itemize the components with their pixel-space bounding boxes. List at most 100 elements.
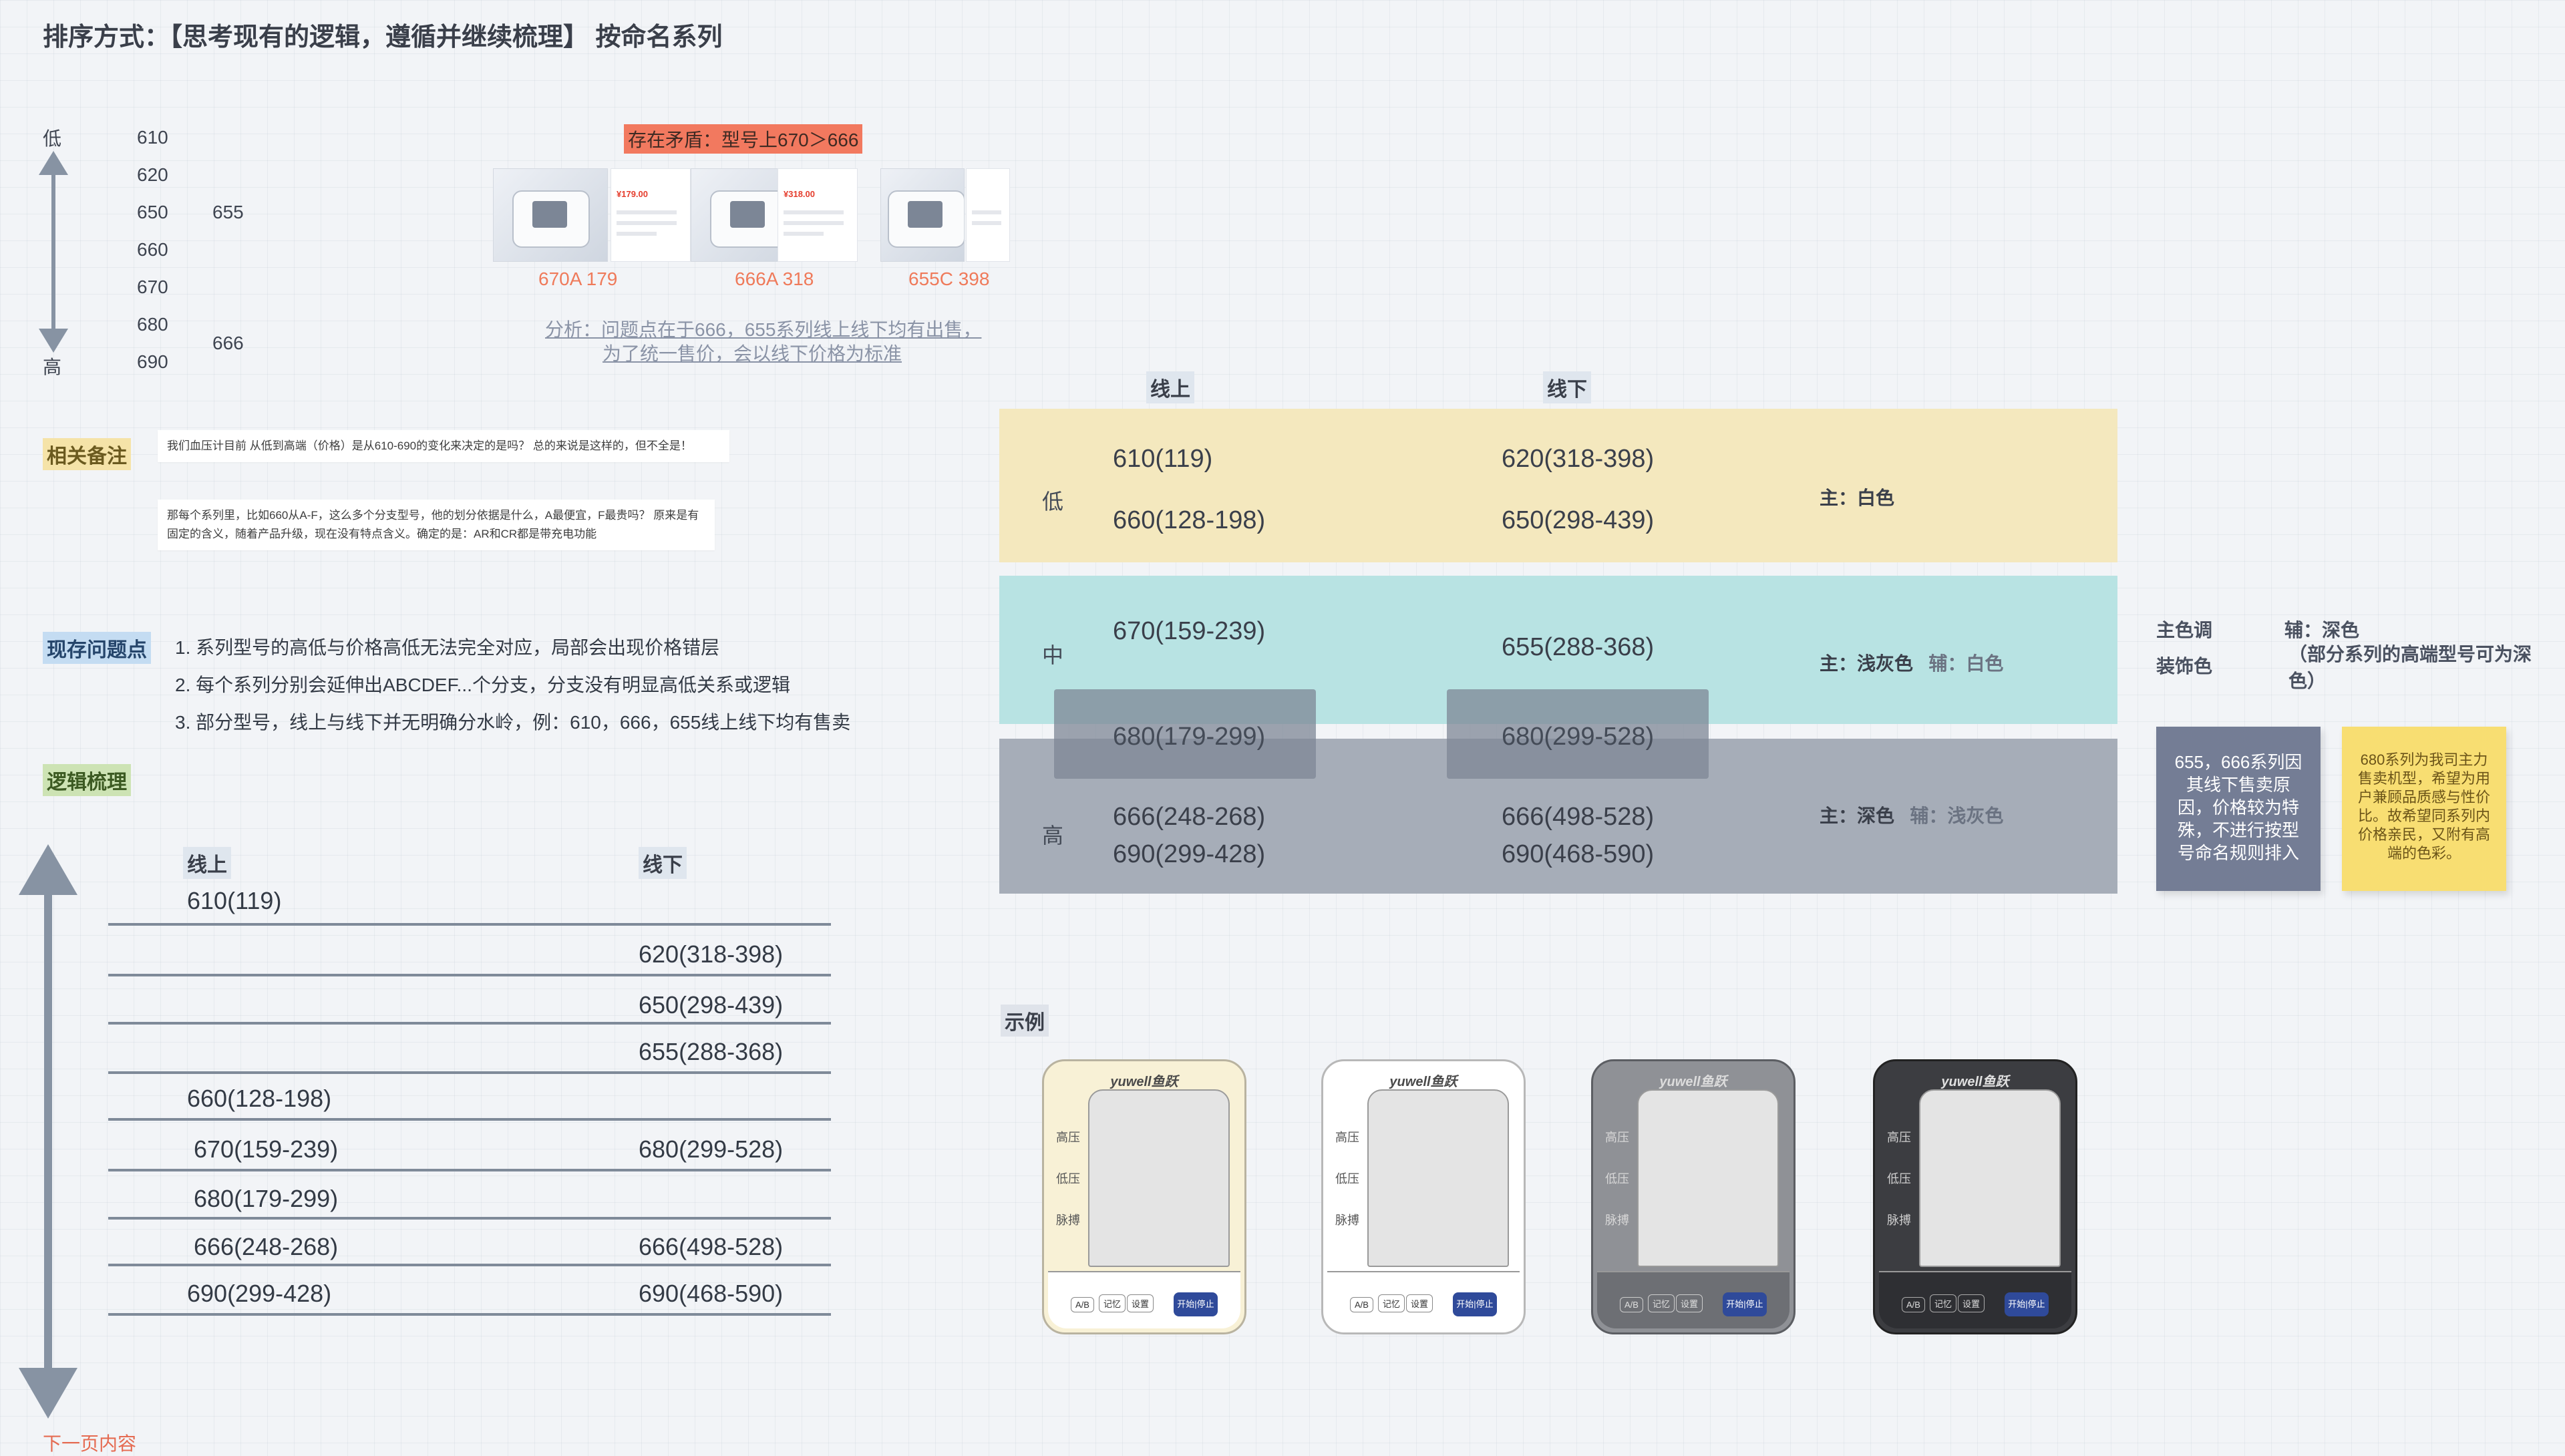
device-brand: yuwell鱼跃 — [1389, 1075, 1458, 1089]
overlap-online-value: 680(179-299) — [1113, 723, 1266, 751]
product-image — [880, 168, 965, 262]
scale-item: 660 — [137, 239, 168, 260]
band-main-color: 主：深色 — [1820, 805, 1895, 826]
arrow-up-icon — [39, 151, 68, 175]
band-main-color: 主：白色 — [1820, 488, 1895, 508]
band-aux-color: 辅：白色 — [1928, 653, 2004, 674]
device-button: 设置 — [1676, 1294, 1703, 1312]
example-device-gray: yuwell鱼跃 高压 低压 脉搏 A/B 记忆 设置 开始|停止 — [1591, 1059, 1796, 1334]
band-offline-value: 655(288-368) — [1502, 633, 1655, 661]
device-label: 低压 — [1056, 1172, 1080, 1186]
device-brand: yuwell鱼跃 — [1659, 1075, 1727, 1089]
page-title: 排序方式：【思考现有的逻辑，遵循并继续梳理】 按命名系列 — [43, 23, 723, 51]
device-start-button: 开始|停止 — [1723, 1292, 1767, 1316]
band-offline-value: 666(498-528) — [1502, 803, 1655, 831]
scale-item: 610 — [137, 127, 168, 148]
scale-item: 650 — [137, 202, 168, 222]
next-section-hint: 下一页内容 — [43, 1433, 137, 1454]
device-label: 高压 — [1605, 1131, 1629, 1144]
band-aux-color: 辅：浅灰色 — [1910, 805, 2004, 826]
row-divider — [108, 1313, 831, 1316]
row-divider — [108, 1264, 831, 1266]
logic-online-value: 666(248-268) — [194, 1233, 339, 1260]
row-divider — [108, 1217, 831, 1220]
device-button: A/B — [1350, 1297, 1373, 1312]
device-screen — [1919, 1089, 2061, 1267]
device-label: 脉搏 — [1335, 1214, 1359, 1227]
matrix-offline-header: 线下 — [1543, 371, 1591, 403]
arrow-up-icon — [19, 844, 77, 895]
device-label: 低压 — [1887, 1172, 1911, 1186]
logic-online-value: 670(159-239) — [194, 1135, 339, 1163]
logic-axis — [44, 892, 52, 1373]
sticky-note-gray: 655，666系列因其线下售卖原因，价格较为特殊，不进行按型号命名规则排入 — [2156, 727, 2321, 891]
aux-dark-note: （部分系列的高端型号可为深色） — [2288, 644, 2532, 691]
device-screen — [1088, 1089, 1230, 1267]
notes-label: 相关备注 — [43, 438, 131, 470]
device-start-button: 开始|停止 — [1174, 1292, 1218, 1316]
price-card — [966, 168, 1010, 262]
scale-item: 666 — [212, 333, 244, 353]
band-level-label: 低 — [1042, 490, 1064, 514]
arrow-down-icon — [39, 329, 68, 353]
device-label: 高压 — [1335, 1131, 1359, 1144]
device-screen — [1637, 1089, 1779, 1267]
logic-online-value: 680(179-299) — [194, 1185, 339, 1212]
offline-header: 线下 — [639, 847, 687, 879]
band-online-value: 670(159-239) — [1113, 617, 1266, 645]
issue-item: 2. 每个系列分别会延伸出ABCDEF...个分支，分支没有明显高低关系或逻辑 — [175, 675, 790, 695]
band-color-note: 主：白色 — [1820, 484, 1894, 510]
band-color-note: 主：深色 辅：浅灰色 — [1820, 801, 2003, 828]
band-main-color: 主：浅灰色 — [1820, 653, 1914, 674]
logic-online-value: 660(128-198) — [187, 1085, 332, 1112]
logic-online-value: 690(299-428) — [187, 1280, 332, 1307]
band-offline-value: 690(468-590) — [1502, 840, 1655, 868]
analysis-text: 分析：问题点在于666，655系列线上线下均有出售， — [545, 319, 982, 340]
logic-offline-value: 620(318-398) — [639, 940, 784, 968]
scale-high-label: 高 — [43, 357, 62, 377]
price-card: ¥179.00 — [611, 168, 691, 262]
row-divider — [108, 923, 831, 926]
scale-axis — [51, 172, 55, 334]
band-level-label: 高 — [1042, 824, 1064, 848]
price-text: ¥179.00 — [617, 189, 648, 199]
device-label: 脉搏 — [1887, 1214, 1911, 1227]
example-device-cream: yuwell鱼跃 高压 低压 脉搏 A/B 记忆 设置 开始|停止 — [1042, 1059, 1246, 1334]
logic-offline-value: 655(288-368) — [639, 1038, 784, 1065]
device-button: 记忆 — [1099, 1294, 1126, 1312]
row-divider — [108, 1022, 831, 1025]
band-offline-value: 620(318-398) — [1502, 445, 1655, 473]
scale-item: 670 — [137, 277, 168, 297]
device-button: 设置 — [1127, 1294, 1154, 1312]
scale-item: 620 — [137, 164, 168, 185]
note-card: 我们血压计目前 从低到高端（价格）是从610-690的变化来决定的是吗？ 总的来… — [158, 430, 729, 462]
issue-item: 3. 部分型号，线上与线下并无明确分水岭，例：610，666，655线上线下均有… — [175, 712, 851, 733]
product-caption: 655C 398 — [908, 268, 990, 289]
logic-offline-value: 666(498-528) — [639, 1233, 784, 1260]
device-button: A/B — [1620, 1297, 1643, 1312]
logic-offline-value: 650(298-439) — [639, 991, 784, 1019]
device-button: A/B — [1902, 1297, 1925, 1312]
row-divider — [108, 1118, 831, 1121]
device-button: 设置 — [1958, 1294, 1985, 1312]
price-text: ¥318.00 — [784, 189, 815, 199]
band-low — [999, 409, 2117, 562]
sticky-note-yellow: 680系列为我司主力售卖机型，希望为用户兼顾品质感与性价比。故希望同系列内价格亲… — [2342, 727, 2506, 891]
example-label: 示例 — [1001, 1005, 1049, 1037]
device-button: 记忆 — [1378, 1294, 1405, 1312]
band-online-value: 690(299-428) — [1113, 840, 1266, 868]
scale-item: 680 — [137, 314, 168, 335]
logic-label: 逻辑梳理 — [43, 764, 131, 796]
logic-offline-value: 680(299-528) — [639, 1135, 784, 1163]
device-button: 设置 — [1406, 1294, 1433, 1312]
contradiction-label: 存在矛盾：型号上670＞666 — [624, 124, 863, 154]
band-color-note: 主：浅灰色 辅：白色 — [1820, 649, 2003, 676]
issues-label: 现存问题点 — [43, 632, 151, 664]
product-image — [493, 168, 608, 262]
band-online-value: 666(248-268) — [1113, 803, 1266, 831]
arrow-down-icon — [19, 1368, 77, 1419]
price-card: ¥318.00 — [778, 168, 858, 262]
matrix-online-header: 线上 — [1146, 371, 1194, 403]
device-label: 低压 — [1605, 1172, 1629, 1186]
row-divider — [108, 1169, 831, 1171]
